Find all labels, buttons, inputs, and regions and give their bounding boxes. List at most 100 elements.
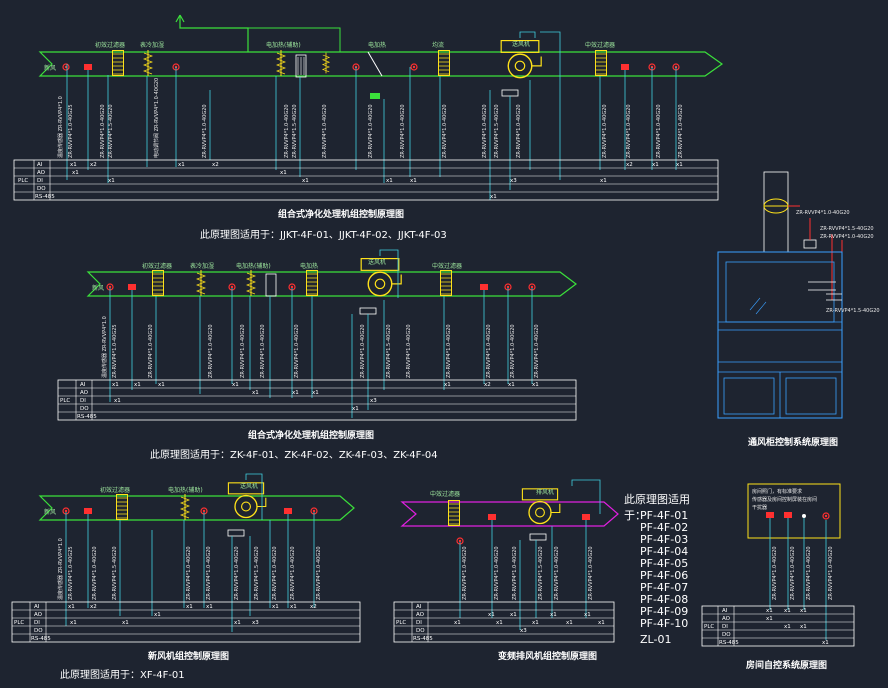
count-3-10: x2 [310, 604, 317, 610]
room-note-1: 传感器及房间控制屏装在房间 [752, 496, 817, 503]
row-do-4: DO [416, 628, 425, 634]
label-fan-2: 送风机 [368, 258, 386, 266]
svg-text:ZR-RVVP4*1.0-40G20: ZR-RVVP4*1.0-40G20 [516, 104, 522, 158]
row-ai-2: AI [80, 382, 86, 388]
diagram-2: 新风 初效过滤器 表冷加湿 电加热(辅助) 电加热 送风机 中效过滤器 温度传感… [57, 249, 577, 461]
row-ao-3: AO [34, 612, 43, 618]
svg-text:ZR-RVVP4*1.5-40G20: ZR-RVVP4*1.5-40G20 [108, 104, 114, 158]
svg-text:ZR-RVVP4*1.0-40G20: ZR-RVVP4*1.0-40G20 [406, 324, 412, 378]
count-4-9: x1 [598, 620, 605, 626]
count-2-2: x1 [114, 398, 121, 404]
plc-table-2: PLC AI AO DI DO RS-485 x1 x1 x1 x1 x1 x1… [57, 379, 577, 421]
label-exhaust-fan: 排风机 [536, 488, 554, 496]
svg-text:ZR-RVVP4*1.0-40G20: ZR-RVVP4*1.0-40G20 [512, 546, 518, 600]
hood-cable-0: ZR-RVVP4*1.0-40G20 [796, 210, 850, 216]
count-1-7: x1 [302, 178, 309, 184]
svg-text:ZR-RVVP4*1.5-40G20: ZR-RVVP4*1.5-40G20 [538, 546, 544, 600]
row-do-2: DO [80, 406, 89, 412]
count-2-7: x1 [312, 390, 319, 396]
count-2-5: x1 [252, 390, 259, 396]
applies-3: 此原理图适用于：XF-4F-01 [60, 668, 185, 681]
svg-text:ZR-RVVP4*1.0-40G20: ZR-RVVP4*1.0-40G20 [186, 546, 192, 600]
count-1-12: x2 [626, 162, 633, 168]
count-6-0: x1 [766, 608, 773, 614]
svg-text:ZR-RVVP4*1.0-40G20: ZR-RVVP4*1.0-40G20 [368, 104, 374, 158]
applies-4-prefix: 于： [624, 509, 646, 522]
svg-text:ZR-RVVP4*1.0-40G20: ZR-RVVP4*1.0-40G20 [234, 546, 240, 600]
row-ai-6: AI [722, 608, 728, 614]
row-ao-1: AO [37, 170, 46, 176]
caption-1: 组合式净化处理机组控制原理图 [278, 208, 404, 220]
svg-text:ZR-RVVP4*1.0-40G20: ZR-RVVP4*1.0-40G20 [494, 546, 500, 600]
svg-text:ZR-RVVP4*1.0-40G20: ZR-RVVP4*1.0-40G20 [272, 546, 278, 600]
count-4-4: x1 [532, 620, 539, 626]
diagram-4: 中效过滤器 排风机 ZR-RVVP4*1.0-40G20 ZR-RVVP4*1.… [393, 479, 690, 662]
count-1-2: x1 [72, 170, 79, 176]
count-2-3: x1 [158, 382, 165, 388]
svg-text:ZR-RVVP4*1.0-40G20: ZR-RVVP4*1.0-40G20 [588, 546, 594, 600]
room-note-0: 房间照门，有标准要求 [752, 488, 802, 495]
count-6-3: x1 [766, 616, 773, 622]
count-1-13: x1 [652, 162, 659, 168]
duct-2 [86, 271, 577, 297]
count-6-1: x1 [784, 608, 791, 614]
row-rs485-1: RS-485 [35, 194, 55, 200]
svg-text:ZR-RVVP4*1.0-40G20: ZR-RVVP4*1.0-40G20 [602, 104, 608, 158]
plc-label-6: PLC [704, 624, 714, 630]
plc-table-1: PLC AI AO DI DO RS-485 x1 x2 x1 x1 x2 x1… [13, 159, 719, 201]
label-heater-aux-3: 电加热(辅助) [168, 486, 203, 494]
svg-text:ZR-RVVP4*1.5-40G20: ZR-RVVP4*1.5-40G20 [494, 104, 500, 158]
svg-text:ZR-RVVP4*1.0-40G20: ZR-RVVP4*1.0-40G20 [482, 104, 488, 158]
count-1-11: x1 [600, 178, 607, 184]
count-3-1: x2 [90, 604, 97, 610]
svg-text:ZR-RVVP4*1.0-40G20: ZR-RVVP4*1.0-40G20 [626, 104, 632, 158]
svg-text:ZR-RVVP4*1.0-40G20: ZR-RVVP4*1.0-40G20 [510, 324, 516, 378]
svg-text:ZR-RVVP4*1.0-40G20: ZR-RVVP4*1.0-40G20 [360, 324, 366, 378]
unit-9: PF-4F-10 [640, 617, 688, 630]
count-2-13: x1 [532, 382, 539, 388]
count-2-8: x3 [370, 398, 377, 404]
svg-text:ZR-RVVP4*1.0-40G25: ZR-RVVP4*1.0-40G25 [112, 324, 118, 378]
svg-text:ZR-RVVP4*1.0-40G20: ZR-RVVP4*1.0-40G20 [294, 324, 300, 378]
count-6-4: x1 [784, 624, 791, 630]
unit-0: PF-4F-01 [640, 509, 688, 522]
label-fresh-air-2: 新风 [92, 284, 104, 292]
svg-text:ZR-RVVP4*1.0-40G20: ZR-RVVP4*1.0-40G20 [92, 546, 98, 600]
unit-4: PF-4F-05 [640, 557, 688, 570]
count-3-11: x1 [290, 604, 297, 610]
room-note-2: 干扰器 [752, 504, 767, 511]
count-2-0: x1 [112, 382, 119, 388]
unit-8: PF-4F-09 [640, 605, 688, 618]
svg-text:ZR-RVVP4*1.0-40G20: ZR-RVVP4*1.0-40G20 [534, 324, 540, 378]
row-di-4: DI [416, 620, 422, 626]
row-di-1: DI [37, 178, 43, 184]
svg-text:ZR-RVVP4*1.0-40G20: ZR-RVVP4*1.0-40G20 [240, 324, 246, 378]
svg-text:ZR-RVVP4*1.0-40G20: ZR-RVVP4*1.0-40G20 [486, 324, 492, 378]
svg-text:ZR-RVVP4*1.0-40G20: ZR-RVVP4*1.0-40G20 [202, 104, 208, 158]
plc-label-2: PLC [60, 398, 70, 404]
svg-text:ZR-RVVP4*1.0-40G20: ZR-RVVP4*1.0-40G20 [100, 104, 106, 158]
duct-1 [38, 51, 724, 77]
count-6-6: x1 [822, 640, 829, 646]
svg-text:ZR-RVVP4*1.0-40G20: ZR-RVVP4*1.0-40G20 [772, 546, 778, 600]
count-1-6: x1 [280, 170, 287, 176]
count-3-7: x1 [234, 620, 241, 626]
applies-4-title: 此原理图适用 [624, 493, 690, 506]
row-rs485-3: RS-485 [31, 636, 51, 642]
count-3-9: x1 [272, 604, 279, 610]
svg-text:温度传感器 ZR-RVVP4*1.0: 温度传感器 ZR-RVVP4*1.0 [101, 316, 108, 378]
count-4-3: x1 [510, 612, 517, 618]
row-di-2: DI [80, 398, 86, 404]
count-4-6: x1 [566, 620, 573, 626]
label-fresh-air-3: 新风 [44, 508, 56, 516]
label-coil-2: 表冷加湿 [190, 262, 214, 270]
count-1-5: x1 [178, 162, 185, 168]
svg-text:ZR-RVVP4*1.5-40G20: ZR-RVVP4*1.5-40G20 [112, 546, 118, 600]
count-3-4: x1 [154, 612, 161, 618]
svg-text:ZR-RVVP4*1.0-40G20: ZR-RVVP4*1.0-40G20 [790, 546, 796, 600]
count-3-3: x1 [122, 620, 129, 626]
svg-text:ZR-RVVP4*1.5-40G20: ZR-RVVP4*1.5-40G20 [254, 546, 260, 600]
label-filter-2b: 中效过滤器 [432, 262, 462, 270]
caption-4: 变频排风机组控制原理图 [498, 650, 597, 662]
